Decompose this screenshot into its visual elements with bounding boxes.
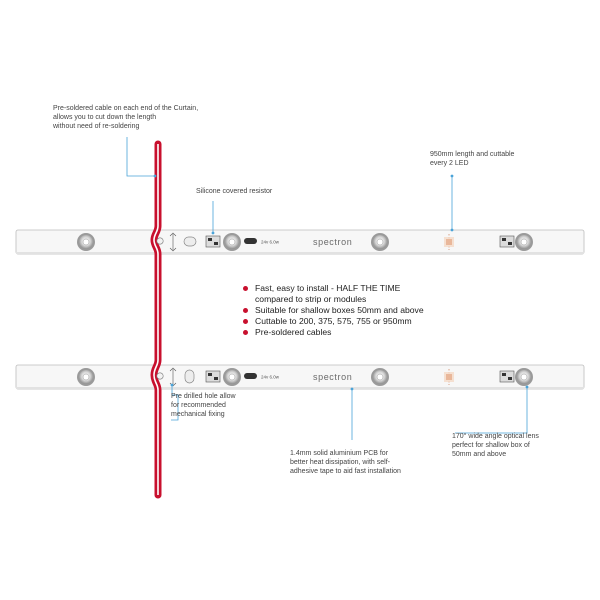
led-lens (223, 368, 241, 386)
strip-body (15, 229, 585, 255)
bullet-dot-icon (243, 330, 248, 335)
led-lens (77, 233, 95, 251)
feature-item: Pre-soldered cables (243, 327, 424, 338)
lens-annotation: 170° wide angle optical lens perfect for… (452, 433, 539, 458)
led-lens (371, 368, 389, 386)
led-lens (77, 368, 95, 386)
feature-list: Fast, easy to install - HALF THE TIME co… (243, 283, 424, 338)
feature-item: Fast, easy to install - HALF THE TIME (243, 283, 424, 294)
feature-item: Suitable for shallow boxes 50mm and abov… (243, 305, 424, 316)
pcb-annotation: 1.4mm solid aluminium PCB for better hea… (290, 450, 401, 475)
strip-brand: spectron (313, 237, 352, 247)
led-strip-bottom: 24v 6.0w spectron (15, 364, 585, 390)
feature-item: Cuttable to 200, 375, 575, 755 or 950mm (243, 316, 424, 327)
strip-brand: spectron (313, 372, 352, 382)
resistor (205, 370, 221, 383)
cut-mark (444, 234, 454, 250)
mounting-hole (183, 236, 197, 247)
small-logo (244, 373, 257, 379)
hole-annotation: Pre drilled hole allow for recommended m… (171, 393, 236, 418)
leader-lines (126, 137, 529, 440)
length-annotation: 950mm length and cuttable every 2 LED (430, 151, 515, 167)
strip-body (15, 364, 585, 390)
strip-spec: 24v 6.0w (261, 375, 280, 380)
led-lens (515, 368, 533, 386)
mounting-hole (184, 369, 195, 384)
small-logo (244, 238, 257, 244)
cable-annotation: Pre-soldered cable on each end of the Cu… (53, 105, 199, 130)
led-lens (223, 233, 241, 251)
pre-soldered-cable (150, 140, 164, 499)
bullet-dot-icon (243, 308, 248, 313)
feature-item-continuation: compared to strip or modules (255, 294, 367, 304)
resistor-annotation: Silicone covered resistor (196, 188, 273, 195)
resistor (499, 235, 515, 248)
cut-mark (444, 369, 454, 385)
resistor (499, 370, 515, 383)
bullet-dot-icon (243, 286, 248, 291)
led-strip-top: 24v 6.0w spectron (15, 229, 585, 255)
strip-spec: 24v 6.0w (261, 240, 280, 245)
resistor (205, 235, 221, 248)
led-lens (371, 233, 389, 251)
led-lens (515, 233, 533, 251)
bullet-dot-icon (243, 319, 248, 324)
